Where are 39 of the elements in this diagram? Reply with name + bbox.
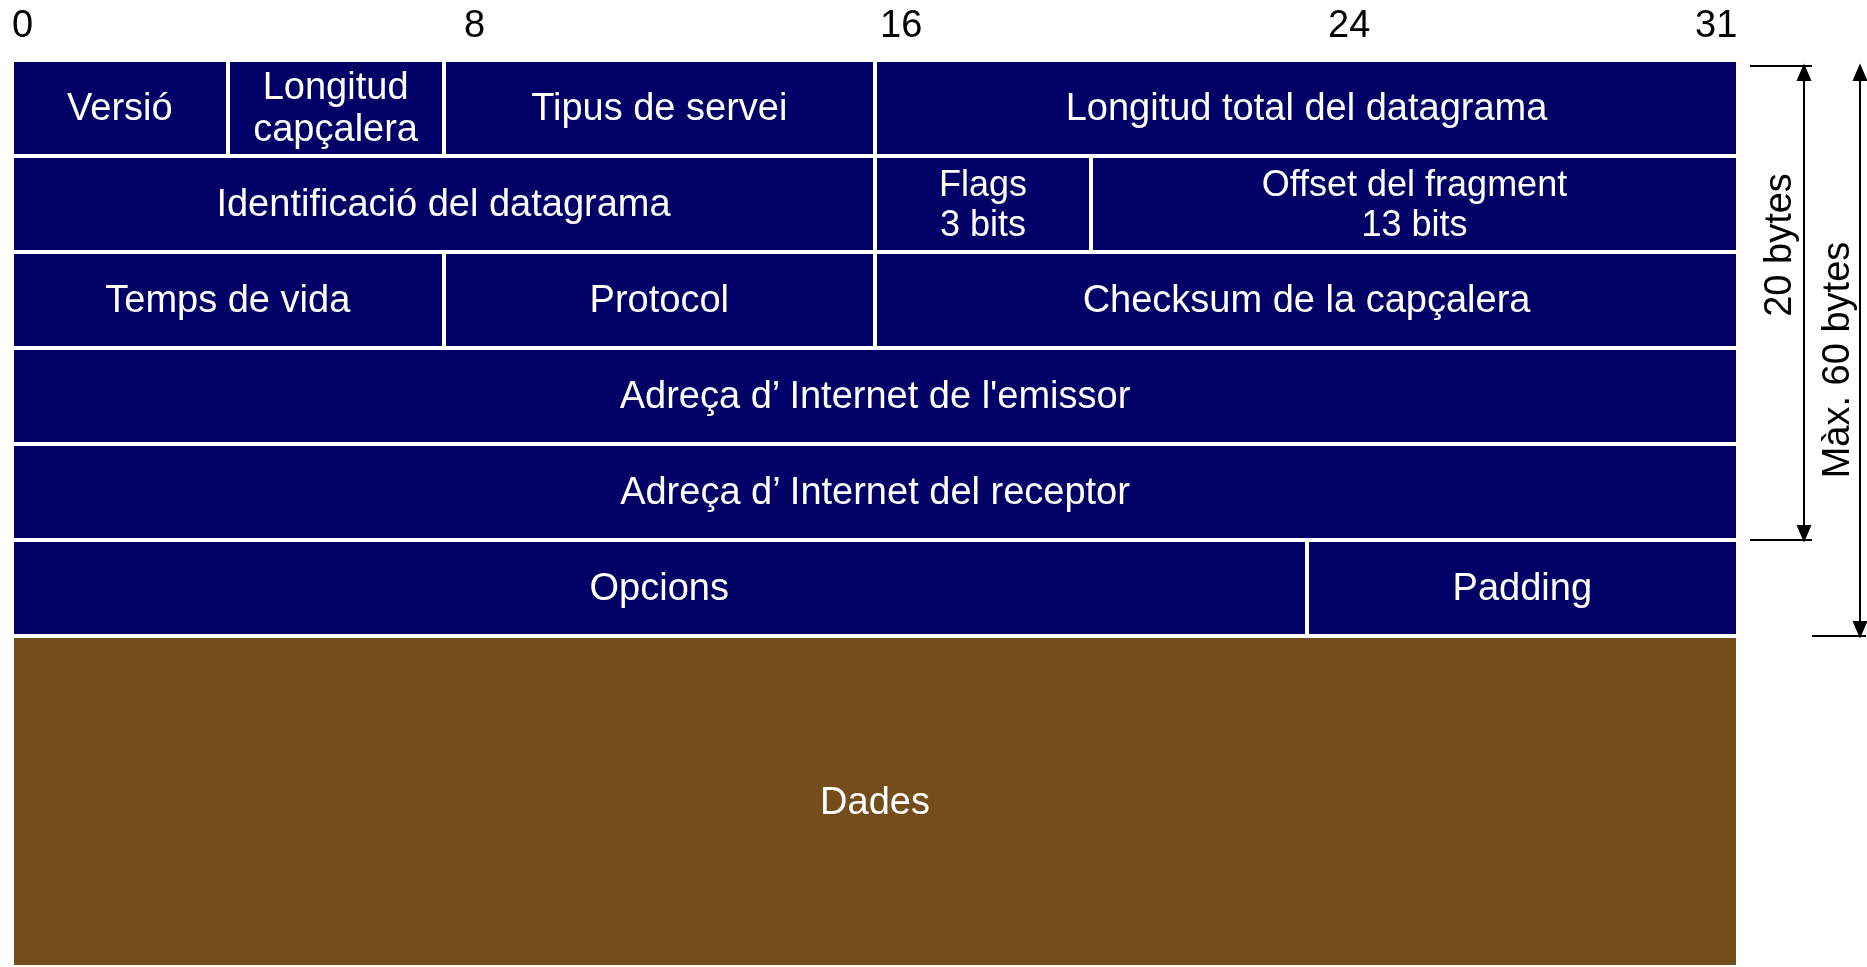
payload-field	[12, 636, 1739, 967]
field-label: Opcions	[589, 567, 729, 609]
field-label: 13 bits	[1361, 204, 1468, 244]
bit-number: 8	[464, 4, 486, 46]
field-label: Tipus de servei	[531, 87, 788, 129]
header-field	[12, 252, 444, 348]
field-label: Identificació del datagrama	[216, 183, 671, 225]
field-label: Padding	[1452, 567, 1593, 609]
bit-number: 24	[1328, 4, 1371, 46]
header-field	[12, 60, 228, 156]
header-field	[443, 60, 876, 156]
dimension-label: Màx. 60 bytes	[1817, 241, 1855, 479]
field-label: Longitud total del datagrama	[1065, 87, 1548, 129]
field-label: 3 bits	[939, 204, 1026, 244]
header-field	[12, 444, 1739, 540]
header-field	[12, 156, 876, 252]
header-field	[1090, 156, 1739, 252]
bit-number: 31	[1695, 4, 1738, 46]
header-field	[443, 252, 876, 348]
bit-number: 16	[880, 4, 923, 46]
header-field	[875, 252, 1739, 348]
field-label: Checksum de la capçalera	[1082, 279, 1531, 321]
bit-number: 0	[12, 4, 34, 46]
field-label: Adreça d’ Internet de l'emissor	[619, 375, 1131, 417]
field-label: Flags	[938, 164, 1027, 204]
field-label: Versió	[67, 87, 173, 129]
field-label: Adreça d’ Internet del receptor	[620, 471, 1130, 513]
field-label: Temps de vida	[105, 279, 351, 321]
field-label: Dades	[820, 780, 930, 823]
header-field	[875, 60, 1739, 156]
field-label: Offset del fragment	[1261, 164, 1568, 204]
header-field	[12, 540, 1307, 636]
header-field	[875, 156, 1091, 252]
header-field	[227, 60, 444, 156]
field-label: Protocol	[589, 279, 729, 321]
header-field	[1306, 540, 1739, 636]
dimension-label: 20 bytes	[1759, 173, 1797, 317]
header-field	[12, 348, 1739, 444]
field-label: Longitud capçalera	[252, 66, 419, 150]
